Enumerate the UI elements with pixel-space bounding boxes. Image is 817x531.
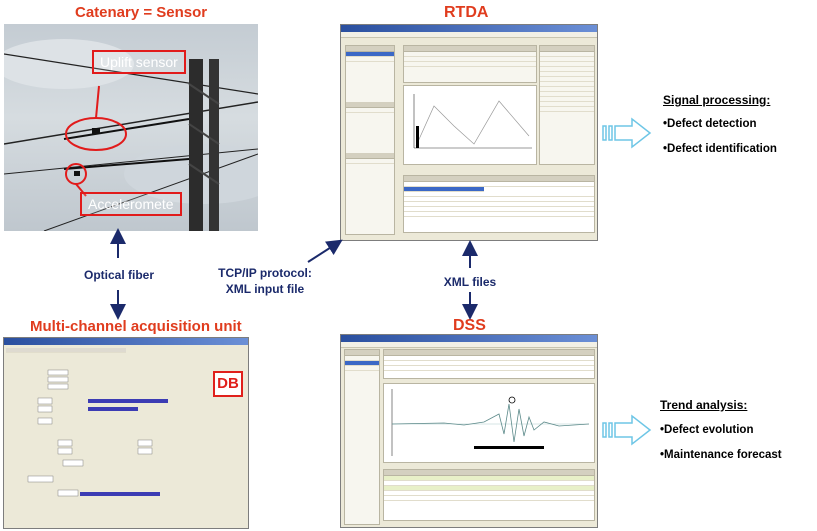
uplift-sensor-callout: Uplift sensor [92,50,186,74]
catenary-illustration [4,39,258,231]
rtda-chart [413,94,532,149]
tcpip-label-line1: TCP/IP protocol: [218,266,312,280]
signal-processing-title: Signal processing: [663,93,771,107]
xml-files-label: XML files [443,275,497,289]
trend-analysis-arrow [602,414,652,446]
rtda-title: RTDA [444,4,489,21]
catenary-photo: Uplift sensor Acceleromete [4,24,258,231]
acquisition-window [3,337,249,529]
trend-analysis-item: •Defect evolution [660,424,754,436]
acquisition-details [27,369,168,497]
catenary-title: Catenary = Sensor [75,4,208,21]
tcpip-label-line2: XML input file [225,282,305,296]
trend-analysis-item: •Maintenance forecast [660,449,782,461]
db-logo: DB [213,371,243,397]
dss-signal-chart [391,389,590,456]
acquisition-title: Multi-channel acquisition unit [30,318,242,335]
signal-processing-item: •Defect identification [663,143,777,155]
dss-title: DSS [453,317,486,334]
signal-processing-item: •Defect detection [663,118,757,130]
signal-processing-arrow [602,117,652,149]
rtda-window [340,24,598,241]
trend-analysis-title: Trend analysis: [660,398,748,412]
dss-window [340,334,598,528]
accelerometer-callout: Acceleromete [80,192,182,216]
optical-fiber-label: Optical fiber [83,268,154,282]
